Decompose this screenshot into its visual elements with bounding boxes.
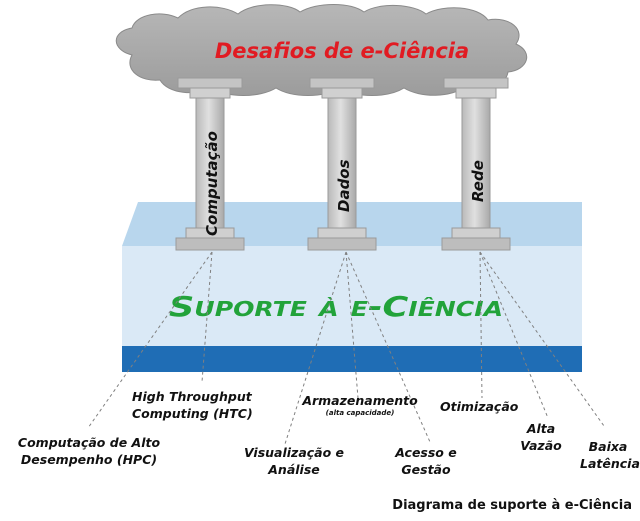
label-visualizacao: Visualização e Análise — [234, 444, 354, 478]
leader-lines — [87, 251, 605, 445]
label-armazenamento-line1: Armazenamento — [302, 393, 418, 408]
pillar-label-rede: Rede — [469, 160, 487, 202]
label-baixa-latencia: Baixa Latência — [580, 438, 640, 472]
label-htc-line2: Computing (HTC) — [132, 406, 253, 421]
foundation-front — [122, 246, 582, 346]
cloud-title: Desafios de e-Ciência — [215, 39, 469, 63]
label-armazenamento-note: (alta capacidade) — [325, 409, 395, 417]
pillar-dados — [307, 77, 377, 251]
line-otimizacao — [479, 251, 483, 399]
line-acesso — [345, 251, 431, 443]
label-alta-vazao-line1: Alta — [526, 421, 556, 436]
label-acesso-line1: Acesso e — [395, 445, 457, 460]
label-hpc: Computação de Alto Desempenho (HPC) — [14, 434, 164, 468]
pillar-rede — [441, 77, 511, 251]
pillar-computacao — [175, 77, 245, 251]
label-alta-vazao-line2: Vazão — [520, 438, 562, 453]
label-htc-line1: High Throughput — [132, 389, 252, 404]
foundation-band — [122, 346, 582, 372]
label-acesso-line2: Gestão — [401, 462, 451, 477]
diagram-caption: Diagrama de suporte à e-Ciência — [392, 498, 632, 513]
label-visualizacao-line2: Análise — [268, 462, 320, 477]
label-htc: High Throughput Computing (HTC) — [132, 388, 253, 422]
line-htc — [201, 251, 213, 383]
foundation-title: Suporte à e-Ciência — [169, 290, 503, 323]
label-baixa-latencia-line1: Baixa — [588, 439, 628, 454]
label-acesso: Acesso e Gestão — [386, 444, 466, 478]
line-armazenamento — [345, 251, 359, 399]
label-hpc-line1: Computação de Alto — [17, 435, 161, 450]
challenges-cloud — [115, 4, 528, 96]
label-otimizacao: Otimização — [440, 399, 519, 414]
label-visualizacao-line1: Visualização e — [243, 445, 345, 460]
pillar-label-dados: Dados — [335, 159, 353, 212]
label-hpc-line2: Desempenho (HPC) — [20, 452, 158, 467]
label-baixa-latencia-line2: Latência — [580, 456, 640, 471]
label-alta-vazao: Alta Vazão — [516, 420, 566, 454]
pillar-label-computacao: Computação — [203, 131, 221, 236]
label-armazenamento: Armazenamento (alta capacidade) — [290, 392, 430, 418]
